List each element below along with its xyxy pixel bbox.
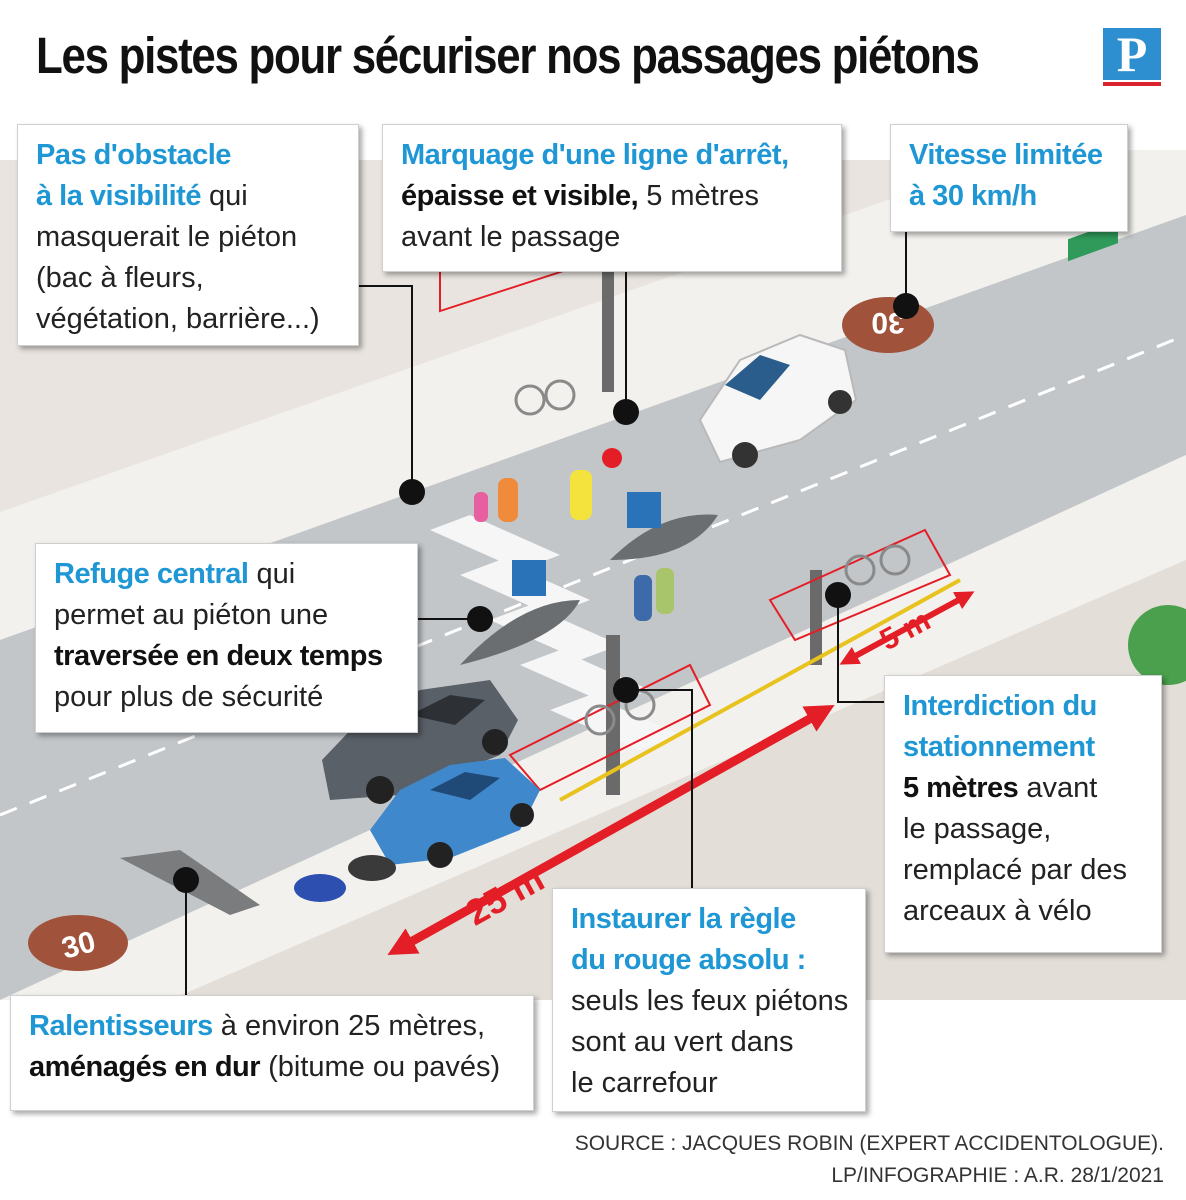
- pedestrian: [474, 492, 488, 522]
- callout-leaders: [185, 232, 907, 995]
- callout-heading: Refuge central: [54, 558, 249, 590]
- callout-heading: à 30 km/h: [909, 180, 1037, 212]
- callout-refuge: Refuge central qui permet au piéton une …: [35, 543, 418, 733]
- callout-text: seuls les feux piétons: [571, 985, 849, 1017]
- callout-bold-text: épaisse et visible,: [401, 180, 639, 212]
- callout-bold-text: 5 mètres: [903, 772, 1019, 804]
- direction-sign: [512, 560, 546, 596]
- callout-heading: Marquage d'une ligne d'arrêt,: [401, 139, 789, 171]
- central-refuge: [460, 600, 580, 665]
- leader-redlight: [626, 689, 693, 888]
- bike-parking-zone: [768, 528, 952, 642]
- source-credit: SOURCE : JACQUES ROBIN (EXPERT ACCIDENTO…: [575, 1128, 1164, 1192]
- callout-heading: du rouge absolu :: [571, 944, 806, 976]
- bicycle-wheel: [514, 384, 546, 416]
- car-wheel: [828, 390, 852, 414]
- scooters: [294, 855, 396, 902]
- car-wheel: [366, 776, 394, 804]
- callout-text: le passage,: [903, 813, 1052, 845]
- callout-text: avant le passage: [401, 221, 621, 253]
- bicycle-wheel: [844, 554, 876, 586]
- pedestrian: [570, 470, 592, 520]
- callout-visibility: Pas d'obstacle à la visibilité qui masqu…: [17, 124, 359, 346]
- callout-heading: à la visibilité: [36, 180, 201, 212]
- credit-line: LP/INFOGRAPHIE : A.R. 28/1/2021: [831, 1164, 1164, 1187]
- callout-heading: Ralentisseurs: [29, 1010, 213, 1042]
- callout-dots: [173, 293, 919, 893]
- callout-text: qui: [200, 180, 248, 212]
- page-title: Les pistes pour sécuriser nos passages p…: [36, 27, 980, 84]
- leader-parking: [837, 595, 884, 703]
- pedestrian: [656, 568, 674, 614]
- scooter: [294, 874, 346, 902]
- traffic-light-pole: [602, 272, 614, 392]
- le-parisien-logo: P: [1103, 28, 1161, 86]
- source-line: SOURCE : JACQUES ROBIN (EXPERT ACCIDENTO…: [574, 1132, 1164, 1155]
- callout-redlight: Instaurer la règle du rouge absolu : seu…: [552, 888, 866, 1112]
- callout-text: végétation, barrière...): [36, 303, 320, 335]
- callout-text: permet au piéton une: [54, 599, 329, 631]
- logo-underline: [1103, 82, 1161, 86]
- callout-heading: Vitesse limitée: [909, 139, 1103, 171]
- callout-heading: Pas d'obstacle: [36, 139, 231, 171]
- callout-heading: Interdiction du: [903, 690, 1097, 722]
- car-windshield: [725, 355, 790, 400]
- pedestrians: [474, 470, 674, 621]
- callout-text: 5 mètres: [638, 180, 760, 212]
- callout-heading: Instaurer la règle: [571, 903, 796, 935]
- callout-text: remplacé par des: [903, 854, 1128, 886]
- callout-speed: Vitesse limitée à 30 km/h: [890, 124, 1128, 232]
- bicycle-wheel: [879, 544, 911, 576]
- car-wheel: [482, 729, 508, 755]
- crosswalk-stripe: [430, 515, 560, 570]
- distance-arrow-25m: [387, 704, 835, 956]
- pedestrian: [634, 575, 652, 621]
- central-refuge: [610, 514, 718, 560]
- traffic-light-pole: [810, 570, 822, 665]
- white-car: [698, 333, 858, 468]
- callout-text: pour plus de sécurité: [54, 681, 324, 713]
- bicycle-wheel: [544, 379, 576, 411]
- callout-text: sont au vert dans: [571, 1026, 794, 1058]
- callout-dot: [613, 399, 639, 425]
- road-surface: [0, 215, 1186, 1000]
- callout-dot: [399, 479, 425, 505]
- callout-stopline: Marquage d'une ligne d'arrêt, épaisse et…: [382, 124, 842, 272]
- callout-heading: stationnement: [903, 731, 1095, 763]
- lane-divider: [0, 333, 1186, 817]
- callout-text: masquerait le piéton: [36, 221, 298, 253]
- car-wheel: [427, 842, 453, 868]
- pedestrian: [498, 478, 518, 522]
- callout-dot: [173, 867, 199, 893]
- callout-parking: Interdiction du stationnement 5 mètres a…: [884, 675, 1162, 953]
- callout-bumps: Ralentisseurs à environ 25 mètres, aména…: [10, 995, 534, 1111]
- car-wheel: [510, 803, 534, 827]
- callout-dot: [613, 677, 639, 703]
- callout-text: arceaux à vélo: [903, 895, 1092, 927]
- leader-visibility: [358, 285, 413, 492]
- callout-text: avant: [1018, 772, 1098, 804]
- callout-text: (bitume ou pavés): [260, 1051, 501, 1083]
- car-wheel: [732, 442, 758, 468]
- callout-text: (bac à fleurs,: [36, 262, 204, 294]
- callout-dot: [825, 582, 851, 608]
- far-sidewalk: [0, 150, 1186, 640]
- scooter: [348, 855, 396, 881]
- tree: [1128, 605, 1186, 685]
- direction-sign: [627, 492, 661, 528]
- callout-bold-text: aménagés en dur: [29, 1051, 261, 1083]
- stop-sign: [602, 448, 622, 468]
- callout-text: le carrefour: [571, 1067, 718, 1099]
- callout-dot: [893, 293, 919, 319]
- callout-bold-text: traversée en deux temps: [54, 640, 383, 672]
- callout-dot: [467, 606, 493, 632]
- speed-marking-near: [28, 915, 128, 971]
- callout-text: à environ 25 mètres,: [212, 1010, 486, 1042]
- callout-text: qui: [248, 558, 296, 590]
- logo-letter: P: [1103, 28, 1161, 80]
- distance-arrow-5m: [839, 591, 975, 665]
